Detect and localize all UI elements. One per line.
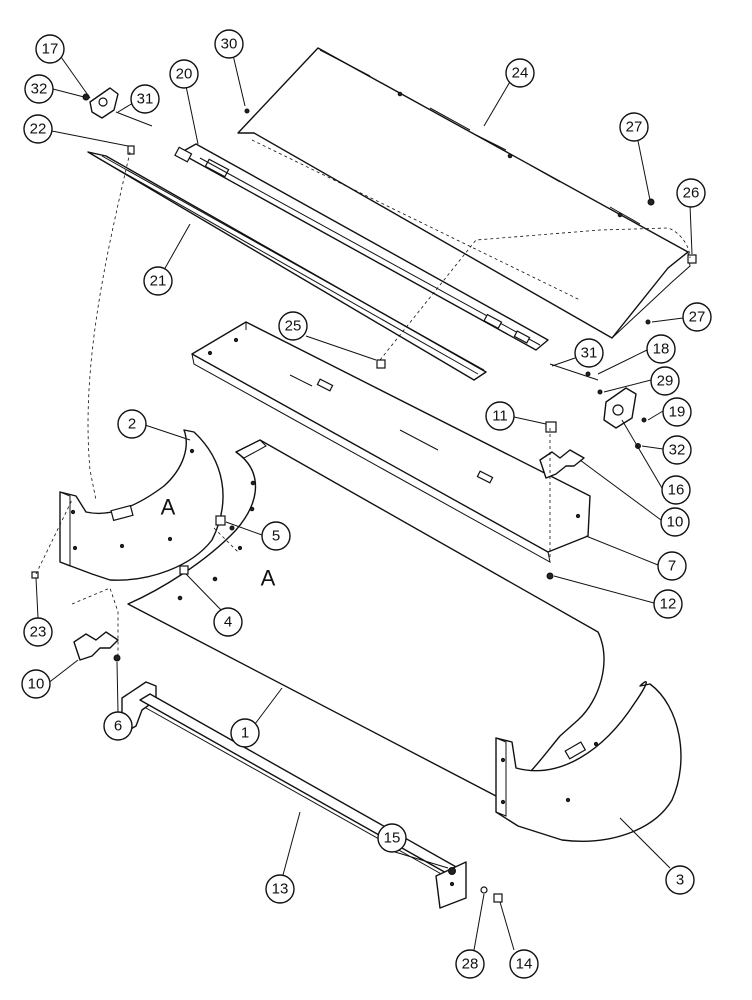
callout-16: 16 bbox=[661, 475, 691, 505]
callout-2: 2 bbox=[117, 409, 147, 439]
svg-text:16: 16 bbox=[668, 482, 685, 499]
top-cover-panel bbox=[237, 47, 691, 339]
svg-text:14: 14 bbox=[516, 956, 533, 973]
callout-3: 3 bbox=[665, 865, 695, 895]
svg-text:31: 31 bbox=[137, 91, 154, 108]
callout-6: 6 bbox=[103, 711, 133, 741]
hardware bbox=[31, 93, 697, 903]
callout-31-right: 31 bbox=[574, 338, 604, 368]
svg-text:18: 18 bbox=[653, 341, 670, 358]
svg-text:29: 29 bbox=[657, 373, 674, 390]
callout-23: 23 bbox=[23, 617, 53, 647]
svg-text:23: 23 bbox=[30, 624, 47, 641]
callout-10-right: 10 bbox=[660, 507, 690, 537]
hinge-rod-assembly bbox=[174, 143, 549, 351]
callout-27-upper: 27 bbox=[619, 112, 649, 142]
main-shield bbox=[127, 439, 605, 797]
svg-text:30: 30 bbox=[221, 36, 238, 53]
front-strip bbox=[87, 151, 487, 381]
callout-22: 22 bbox=[23, 114, 53, 144]
callout-27-lower: 27 bbox=[682, 302, 712, 332]
callout-17: 17 bbox=[35, 34, 65, 64]
callout-32: 32 bbox=[24, 74, 54, 104]
callout-28: 28 bbox=[455, 949, 485, 979]
callout-15: 15 bbox=[377, 823, 407, 853]
callout-1: 1 bbox=[230, 718, 260, 748]
callout-13: 13 bbox=[265, 874, 295, 904]
hinge-bracket-right bbox=[603, 387, 637, 429]
callout-20: 20 bbox=[169, 59, 199, 89]
callout-31: 31 bbox=[130, 84, 160, 114]
svg-text:32: 32 bbox=[669, 442, 686, 459]
svg-text:12: 12 bbox=[660, 596, 677, 613]
svg-text:27: 27 bbox=[626, 119, 643, 136]
callout-7: 7 bbox=[657, 551, 687, 581]
svg-text:1: 1 bbox=[241, 725, 249, 742]
right-end-shield bbox=[495, 681, 682, 842]
support-bar bbox=[121, 681, 467, 909]
bracket-upper bbox=[539, 449, 585, 479]
callout-24: 24 bbox=[505, 58, 535, 88]
svg-text:20: 20 bbox=[176, 66, 193, 83]
view-letter-a-lower: A bbox=[261, 566, 276, 591]
support-channel bbox=[191, 321, 591, 563]
callout-10-left: 10 bbox=[21, 669, 51, 699]
svg-text:10: 10 bbox=[28, 676, 45, 693]
svg-text:10: 10 bbox=[667, 514, 684, 531]
svg-text:5: 5 bbox=[272, 528, 280, 545]
svg-text:17: 17 bbox=[42, 41, 59, 58]
svg-text:3: 3 bbox=[676, 872, 684, 889]
svg-text:24: 24 bbox=[512, 65, 529, 82]
callout-32-right: 32 bbox=[662, 435, 692, 465]
svg-text:25: 25 bbox=[285, 318, 302, 335]
svg-text:28: 28 bbox=[462, 956, 479, 973]
callout-25: 25 bbox=[278, 311, 308, 341]
svg-text:15: 15 bbox=[384, 830, 401, 847]
svg-text:32: 32 bbox=[31, 81, 48, 98]
callout-18: 18 bbox=[646, 334, 676, 364]
callout-14: 14 bbox=[509, 949, 539, 979]
svg-text:6: 6 bbox=[114, 718, 122, 735]
svg-text:13: 13 bbox=[272, 881, 289, 898]
svg-text:21: 21 bbox=[150, 273, 167, 290]
callout-30: 30 bbox=[214, 29, 244, 59]
callout-26: 26 bbox=[676, 178, 706, 208]
callout-29: 29 bbox=[650, 366, 680, 396]
left-end-shield bbox=[59, 429, 224, 581]
svg-text:22: 22 bbox=[30, 121, 47, 138]
svg-text:27: 27 bbox=[689, 309, 706, 326]
bracket-lower bbox=[73, 631, 119, 661]
svg-text:4: 4 bbox=[224, 614, 232, 631]
svg-text:19: 19 bbox=[669, 404, 686, 421]
assembly-lines bbox=[35, 139, 691, 656]
callout-12: 12 bbox=[653, 589, 683, 619]
hinge-bracket-left bbox=[89, 87, 119, 119]
view-letter-a-upper: A bbox=[161, 495, 176, 520]
svg-text:2: 2 bbox=[128, 416, 136, 433]
pin-right bbox=[549, 363, 599, 381]
callout-19: 19 bbox=[662, 397, 692, 427]
callout-5: 5 bbox=[261, 521, 291, 551]
svg-text:7: 7 bbox=[668, 558, 676, 575]
callout-4: 4 bbox=[213, 607, 243, 637]
callout-21: 21 bbox=[143, 266, 173, 296]
svg-text:31: 31 bbox=[581, 345, 598, 362]
svg-text:11: 11 bbox=[492, 408, 508, 425]
leader-lines bbox=[35, 54, 693, 951]
callout-11: 11 bbox=[485, 401, 515, 431]
svg-text:26: 26 bbox=[683, 185, 700, 202]
pin-left bbox=[115, 111, 153, 127]
